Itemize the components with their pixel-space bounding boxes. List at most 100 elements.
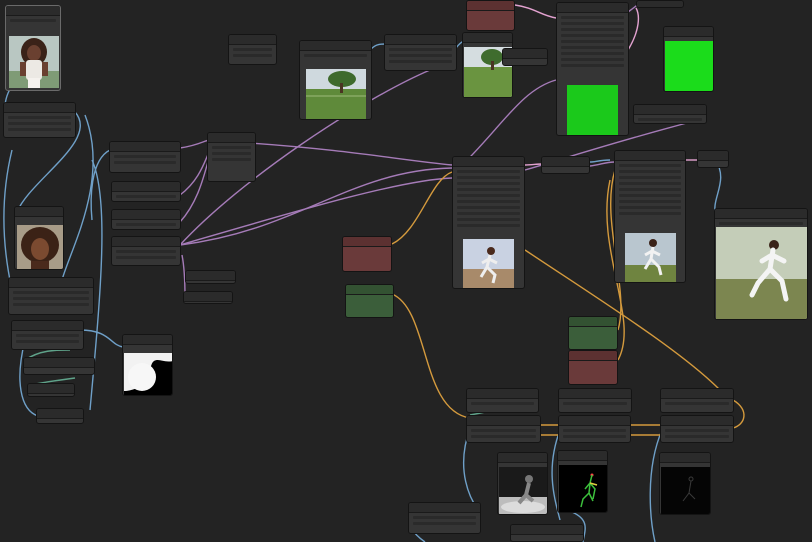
node-header[interactable] — [37, 409, 83, 419]
node-header[interactable] — [123, 335, 172, 345]
lora-node[interactable] — [207, 132, 256, 182]
small-node[interactable] — [183, 291, 233, 304]
node-widget[interactable] — [457, 212, 520, 215]
node-widget[interactable] — [561, 64, 624, 67]
node-header[interactable] — [9, 278, 93, 288]
controlnet-apply-node[interactable] — [558, 415, 631, 443]
node-widget[interactable] — [619, 194, 681, 197]
controlnet-apply-node[interactable] — [466, 415, 541, 443]
node-widget[interactable] — [619, 176, 681, 179]
node-widget[interactable] — [212, 146, 251, 149]
node-widget[interactable] — [114, 155, 176, 158]
node-widget[interactable] — [563, 435, 626, 438]
node-widget[interactable] — [457, 182, 520, 185]
ksampler-node-top[interactable] — [556, 2, 629, 136]
node-widget[interactable] — [619, 164, 681, 167]
node-widget[interactable] — [457, 170, 520, 173]
positive-prompt-node[interactable] — [568, 316, 618, 350]
node-widget[interactable] — [212, 158, 251, 161]
node-header[interactable] — [558, 451, 607, 461]
negative-prompt-node[interactable] — [466, 0, 515, 31]
node-widget[interactable] — [212, 152, 251, 155]
node-widget[interactable] — [116, 195, 176, 198]
node-header[interactable] — [467, 416, 540, 426]
node-header[interactable] — [208, 133, 255, 143]
node-widget[interactable] — [457, 218, 520, 221]
node-header[interactable] — [12, 321, 83, 331]
node-header[interactable] — [409, 503, 480, 513]
node-header[interactable] — [637, 1, 683, 7]
node-widget[interactable] — [457, 200, 520, 203]
small-node[interactable] — [633, 104, 707, 124]
small-node[interactable] — [697, 150, 729, 168]
node-widget[interactable] — [665, 435, 729, 438]
node-header[interactable] — [4, 103, 75, 113]
preprocessor-node[interactable] — [408, 502, 481, 534]
node-widget[interactable] — [619, 170, 681, 173]
checkpoint-loader-node[interactable] — [111, 236, 181, 266]
node-widget[interactable] — [304, 54, 367, 57]
top-node[interactable] — [228, 34, 277, 65]
node-header[interactable] — [569, 351, 617, 361]
node-header[interactable] — [110, 142, 180, 152]
node-widget[interactable] — [233, 48, 272, 51]
node-widget[interactable] — [471, 429, 536, 432]
negative-prompt-node[interactable] — [568, 350, 618, 385]
node-widget[interactable] — [8, 116, 71, 119]
node-header[interactable] — [634, 105, 706, 115]
controlnet-loader-node[interactable] — [466, 388, 539, 413]
node-header[interactable] — [498, 453, 547, 463]
node-header[interactable] — [346, 285, 393, 295]
node-widget[interactable] — [457, 176, 520, 179]
node-widget[interactable] — [471, 435, 536, 438]
node-widget[interactable] — [561, 40, 624, 43]
positive-prompt-node[interactable] — [345, 284, 394, 318]
load-image-node-portrait[interactable] — [5, 5, 61, 91]
resize-node[interactable] — [3, 102, 76, 138]
load-image-node-park[interactable] — [299, 40, 372, 120]
node-widget[interactable] — [563, 402, 627, 405]
node-widget[interactable] — [665, 429, 729, 432]
node-header[interactable] — [453, 157, 524, 167]
node-widget[interactable] — [16, 340, 79, 343]
face-crop-node[interactable] — [14, 206, 64, 270]
node-widget[interactable] — [389, 48, 452, 51]
node-header[interactable] — [698, 151, 728, 161]
node-header[interactable] — [28, 384, 74, 394]
node-widget[interactable] — [719, 222, 803, 225]
node-widget[interactable] — [561, 16, 624, 19]
node-header[interactable] — [467, 389, 538, 399]
node-widget[interactable] — [13, 297, 89, 300]
ksampler-node-right[interactable] — [614, 150, 686, 283]
small-node[interactable] — [541, 156, 590, 174]
ipadapter-node[interactable] — [8, 277, 94, 315]
controlnet-loader-node[interactable] — [660, 388, 734, 413]
node-header[interactable] — [542, 157, 589, 167]
negative-prompt-node[interactable] — [342, 236, 392, 272]
node-header[interactable] — [559, 389, 631, 399]
node-header[interactable] — [112, 210, 180, 220]
clip-text-node[interactable] — [109, 141, 181, 173]
node-widget[interactable] — [561, 28, 624, 31]
node-header[interactable] — [24, 358, 94, 368]
node-header[interactable] — [112, 237, 180, 247]
node-widget[interactable] — [561, 52, 624, 55]
node-header[interactable] — [503, 49, 547, 59]
node-widget[interactable] — [561, 34, 624, 37]
node-widget[interactable] — [457, 188, 520, 191]
node-header[interactable] — [511, 525, 583, 535]
node-widget[interactable] — [16, 334, 79, 337]
node-widget[interactable] — [619, 182, 681, 185]
node-header[interactable] — [569, 317, 617, 327]
green-preview-node[interactable] — [663, 26, 714, 92]
node-header[interactable] — [6, 6, 60, 16]
node-widget[interactable] — [116, 256, 176, 259]
node-header[interactable] — [467, 1, 514, 11]
node-header[interactable] — [15, 207, 63, 217]
node-widget[interactable] — [10, 19, 56, 22]
node-header[interactable] — [661, 389, 733, 399]
node-widget[interactable] — [389, 54, 452, 57]
node-widget[interactable] — [457, 224, 520, 227]
loader-node[interactable] — [111, 209, 181, 230]
node-widget[interactable] — [116, 250, 176, 253]
